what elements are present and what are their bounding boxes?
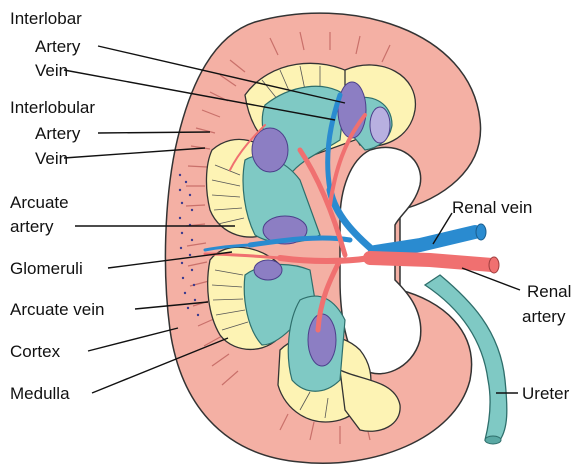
label-cortex: Cortex <box>10 342 61 361</box>
glomeruli-cluster-6 <box>369 106 391 144</box>
leader-interlobar-vein <box>63 69 336 121</box>
label-interlobular-vein: Vein <box>35 149 68 168</box>
label-renal-artery-line1: Renal <box>527 282 571 301</box>
renal-vein-main <box>368 225 482 259</box>
glomeruli-dots <box>178 173 200 317</box>
labels: Interlobar Artery Vein Interlobular Arte… <box>10 9 571 403</box>
label-renal-artery-line2: artery <box>522 307 566 326</box>
label-interlobular: Interlobular <box>10 98 95 117</box>
label-arcuate-artery-line2: artery <box>10 217 54 236</box>
leader-lines <box>63 45 521 394</box>
label-interlobar-vein: Vein <box>35 61 68 80</box>
leader-glomeruli <box>107 251 233 269</box>
arcuate-vein <box>203 243 252 252</box>
renal-artery-stub <box>488 256 500 274</box>
leader-arcuate-vein <box>134 301 209 310</box>
label-renal-vein: Renal vein <box>452 198 532 217</box>
ureter <box>423 274 508 445</box>
glomeruli-cluster-4 <box>253 259 283 281</box>
renal-arteries <box>203 113 499 333</box>
interlobar-artery-3 <box>297 147 348 258</box>
glomeruli-clusters <box>251 81 391 367</box>
leader-interlobar-artery <box>97 45 346 104</box>
glomeruli-cluster-2 <box>251 127 289 173</box>
leader-cortex <box>87 327 179 352</box>
label-interlobar-artery: Artery <box>35 37 81 56</box>
label-ureter: Ureter <box>522 384 570 403</box>
ureter-end <box>484 435 502 445</box>
interlobular-artery-branch <box>229 124 266 171</box>
label-arcuate-vein: Arcuate vein <box>10 300 105 319</box>
interlobar-artery-1 <box>277 255 373 264</box>
leader-renal-vein <box>432 212 453 245</box>
interlobar-artery-4 <box>328 113 367 207</box>
leader-medulla <box>91 337 229 394</box>
glomeruli-cluster-1 <box>337 81 367 139</box>
label-medulla: Medulla <box>10 384 70 403</box>
label-interlobular-artery: Artery <box>35 124 81 143</box>
label-glomeruli: Glomeruli <box>10 259 83 278</box>
leader-interlobular-artery <box>97 131 211 134</box>
leader-renal-artery <box>461 267 521 291</box>
interlobar-artery-2 <box>315 257 343 333</box>
label-arcuate-artery-line1: Arcuate <box>10 193 69 212</box>
renal-artery-main <box>363 251 499 272</box>
medulla-lobe-bottomright <box>339 368 401 432</box>
leader-interlobular-vein <box>63 147 206 159</box>
label-interlobar: Interlobar <box>10 9 82 28</box>
renal-vein-stub <box>475 223 487 241</box>
interlobar-vein-2 <box>325 92 343 193</box>
glomeruli-cluster-5 <box>307 313 337 367</box>
